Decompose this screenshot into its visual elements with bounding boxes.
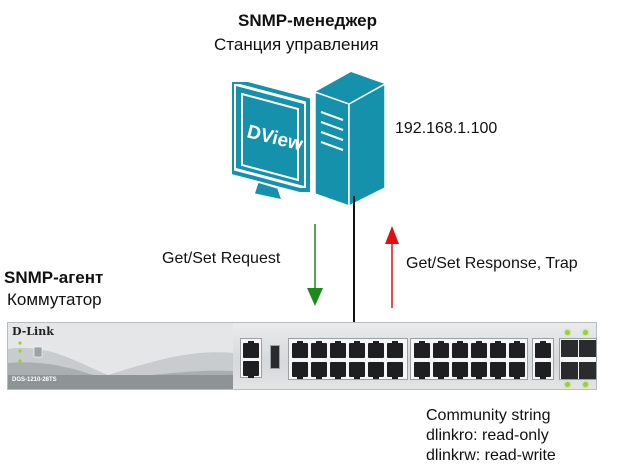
status-led-icon (565, 330, 570, 335)
switch-brand-logo: D-Link (12, 325, 54, 338)
community-heading: Community string (426, 407, 551, 424)
usb-port[interactable] (270, 345, 280, 369)
combo-port-block (532, 338, 554, 380)
community-read-only: dlinkro: read-only (426, 427, 549, 444)
request-label: Get/Set Request (162, 250, 281, 267)
port-group-2 (410, 338, 528, 380)
manager-subtitle: Станция управления (214, 35, 379, 54)
agent-title: SNMP-агент (4, 268, 104, 287)
sfp-port-block (559, 338, 597, 380)
manager-ip-address: 192.168.1.100 (395, 120, 498, 137)
ethernet-port[interactable] (292, 341, 308, 358)
status-led-icon (565, 382, 570, 387)
management-port[interactable] (243, 361, 259, 378)
ethernet-port[interactable] (509, 341, 525, 358)
switch-model-label: DGS-1210-28TS (12, 377, 57, 383)
console-port[interactable] (243, 341, 259, 358)
sfp-port[interactable] (579, 340, 596, 357)
status-led-icon (583, 330, 588, 335)
monitor-icon: DView (232, 82, 310, 202)
ethernet-port[interactable] (292, 362, 308, 379)
community-read-write: dlinkrw: read-write (426, 447, 556, 464)
ethernet-port[interactable] (490, 341, 506, 358)
response-arrow-icon (385, 226, 399, 308)
ethernet-port[interactable] (471, 362, 487, 379)
ethernet-port[interactable] (349, 341, 365, 358)
ethernet-port[interactable] (330, 362, 346, 379)
ethernet-port[interactable] (311, 341, 327, 358)
sfp-port[interactable] (561, 362, 578, 379)
ethernet-port[interactable] (311, 362, 327, 379)
ethernet-port[interactable] (330, 341, 346, 358)
network-switch: D-Link DGS-1210-28TS (7, 322, 597, 390)
request-arrow-icon (307, 224, 323, 306)
status-led-icon (583, 382, 588, 387)
ethernet-port[interactable] (368, 341, 384, 358)
combo-ethernet-port[interactable] (535, 341, 551, 358)
ethernet-port[interactable] (368, 362, 384, 379)
ethernet-port[interactable] (471, 341, 487, 358)
community-info: Community string dlinkro: read-only dlin… (426, 406, 556, 466)
sfp-port[interactable] (561, 340, 578, 357)
ethernet-port[interactable] (349, 362, 365, 379)
ethernet-port[interactable] (452, 341, 468, 358)
ethernet-port[interactable] (509, 362, 525, 379)
ethernet-port[interactable] (387, 341, 403, 358)
ethernet-port[interactable] (433, 341, 449, 358)
ethernet-port[interactable] (433, 362, 449, 379)
network-link-line (353, 196, 355, 354)
ethernet-port[interactable] (387, 362, 403, 379)
agent-subtitle: Коммутатор (7, 290, 102, 309)
switch-faceplate: D-Link DGS-1210-28TS (8, 323, 233, 389)
sfp-port[interactable] (579, 362, 596, 379)
ethernet-port[interactable] (414, 362, 430, 379)
response-label: Get/Set Response, Trap (406, 255, 578, 272)
console-port-block (240, 338, 262, 378)
combo-ethernet-port[interactable] (535, 362, 551, 379)
port-group-1 (288, 338, 408, 380)
server-tower-icon (314, 72, 385, 206)
ethernet-port[interactable] (414, 341, 430, 358)
ethernet-port[interactable] (452, 362, 468, 379)
ethernet-port[interactable] (490, 362, 506, 379)
manager-title: SNMP-менеджер (238, 11, 377, 30)
